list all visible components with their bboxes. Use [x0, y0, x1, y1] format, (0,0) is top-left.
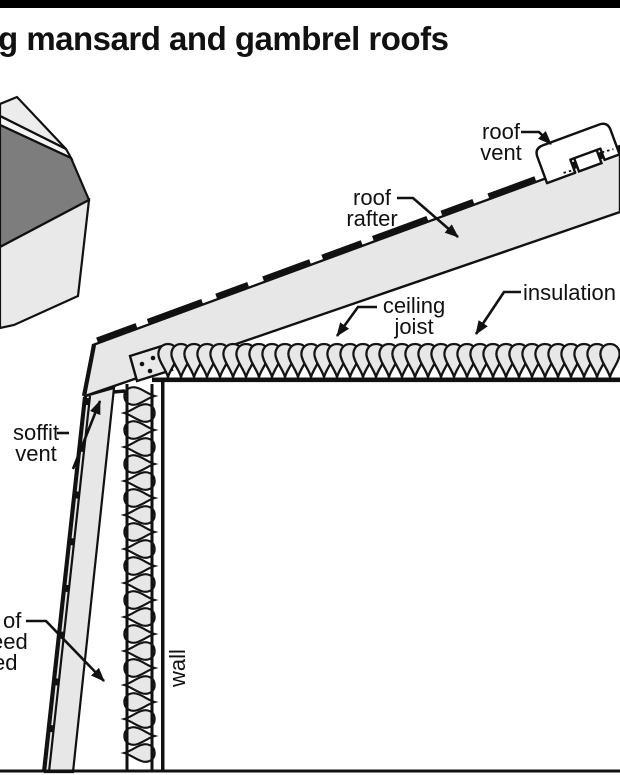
- plate-dot: [147, 368, 153, 374]
- roof-vent-label-line1: roof: [482, 119, 520, 144]
- wall-interior-finish-line: [161, 380, 165, 771]
- ceiling-joist-label-line2: joist: [394, 314, 434, 339]
- roof-vent-leader-arrow: [521, 130, 552, 145]
- wall-insulation-batt: [123, 386, 156, 763]
- ceiling-line: [152, 377, 620, 383]
- ceiling-joist-leader-arrow: [335, 305, 377, 337]
- floor-line: [0, 769, 620, 773]
- soffit-vent-label-line2: vent: [15, 441, 57, 466]
- insulation-batt-loop: [123, 471, 156, 491]
- insulation-batt-loop: [123, 403, 156, 423]
- cropped-label-line1: of: [3, 608, 22, 633]
- cropped-label-leader-arrow: [26, 619, 105, 682]
- wall-exterior-line: [125, 384, 129, 771]
- cropped-label-line2: eed: [0, 629, 28, 654]
- insulation-leader-arrow: [474, 290, 521, 335]
- ceiling-insulation-batt: [157, 342, 620, 379]
- insulation-batt-loop: [123, 573, 156, 593]
- roof-rafter-label-line2: rafter: [346, 206, 398, 231]
- roof-rafter-label-line1: roof: [353, 185, 391, 210]
- insulation-batt-loop: [123, 709, 156, 729]
- insulation-batt-loop: [123, 556, 156, 576]
- cropped-label-line3: ed: [0, 650, 18, 675]
- insulation-batt-loop: [599, 342, 620, 379]
- insulation-batt-loop: [123, 437, 156, 457]
- insulation-label: insulation: [523, 280, 616, 305]
- soffit-vent-label: soffit vent: [6, 420, 66, 466]
- insulation-batt-loop: [123, 607, 156, 627]
- wall-inner-boundary-line: [150, 384, 154, 771]
- soffit-vent-slot: [112, 389, 126, 394]
- roof-rafter-label: roof rafter: [333, 185, 411, 231]
- roof-vent-label: roof vent: [468, 119, 534, 165]
- insulation-batt-loop: [123, 590, 156, 610]
- insulation-batt-loop: [123, 692, 156, 712]
- insulation-batt-loop: [123, 454, 156, 474]
- insulation-batt-loop: [123, 726, 156, 746]
- roof-vent-assembly: [535, 122, 620, 185]
- insulation-batt-loop: [123, 505, 156, 525]
- plate-dot: [150, 355, 156, 361]
- insulation-batt-loop: [123, 386, 156, 406]
- insulation-batt-loop: [123, 743, 156, 763]
- mansard-roofing-inner-line: [47, 395, 92, 773]
- insulation-batt-loop: [123, 624, 156, 644]
- roof-shingle-courses: [96, 144, 620, 343]
- insulation-batt-loop: [123, 539, 156, 559]
- page-title: g mansard and gambrel roofs: [0, 20, 449, 57]
- roof-rafter-leader-arrow: [397, 196, 459, 238]
- top-bar: [0, 0, 620, 8]
- ceiling-joist-label-line1: ceiling: [382, 293, 446, 318]
- mansard-house-illustration: [0, 95, 91, 330]
- insulation-batt-loop: [123, 641, 156, 661]
- roof-vent-cap: [535, 122, 620, 185]
- insulation-batt-loop: [123, 488, 156, 508]
- roof-vent-label-line2: vent: [480, 140, 522, 165]
- insulation-batt-loop: [123, 658, 156, 678]
- roof-vent-hidden-edges: [563, 148, 614, 174]
- soffit-vent-label-line1: soffit: [12, 420, 60, 445]
- roof-fascia: [81, 344, 97, 397]
- ceiling-joist-label: ceiling joist: [378, 293, 450, 339]
- insulation-batt-loop: [123, 420, 156, 440]
- house-wall: [0, 198, 91, 330]
- plate-dot: [139, 361, 145, 367]
- wall-label: wall: [165, 649, 190, 687]
- insulation-batt-loop: [123, 522, 156, 542]
- insulation-batt-loop: [123, 675, 156, 695]
- soffit-vent-leader-arrow: [71, 400, 102, 470]
